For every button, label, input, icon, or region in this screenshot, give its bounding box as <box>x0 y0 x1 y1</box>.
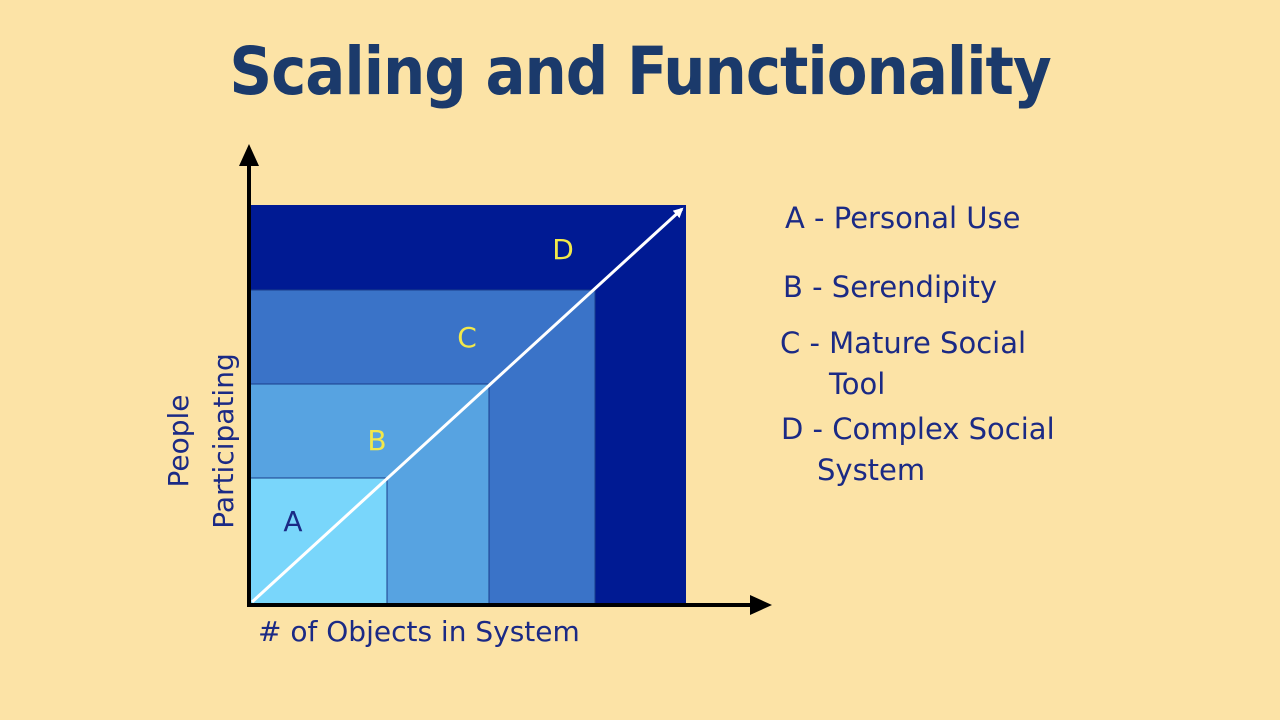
legend-item-a: A - Personal Use <box>785 201 1021 235</box>
slide-title: Scaling and Functionality <box>229 33 1051 110</box>
region-c-letter: C <box>457 321 477 354</box>
legend-item-c-line1: C - Mature Social <box>780 326 1027 360</box>
region-b-letter: B <box>367 424 386 457</box>
y-axis-label-line2: Participating <box>207 353 240 528</box>
x-axis-label: # of Objects in System <box>258 615 580 648</box>
region-a-letter: A <box>283 505 302 538</box>
legend-item-c: C - Mature Social Tool <box>780 326 1027 401</box>
legend-item-b: B - Serendipity <box>783 270 998 304</box>
legend-item-d: D - Complex Social System <box>781 412 1055 487</box>
legend-item-d-line2: System <box>817 452 926 487</box>
region-d-letter: D <box>552 233 574 266</box>
diagonal-arrow <box>250 207 684 604</box>
legend-item-b-text: B - Serendipity <box>783 270 998 304</box>
legend-item-c-line2: Tool <box>829 366 886 401</box>
legend-item-a-text: A - Personal Use <box>785 201 1021 235</box>
legend-item-d-line1: D - Complex Social <box>781 412 1055 446</box>
y-axis-label-line1: People <box>162 394 195 487</box>
x-axis-arrowhead <box>750 595 772 615</box>
y-axis-arrowhead <box>239 144 259 166</box>
